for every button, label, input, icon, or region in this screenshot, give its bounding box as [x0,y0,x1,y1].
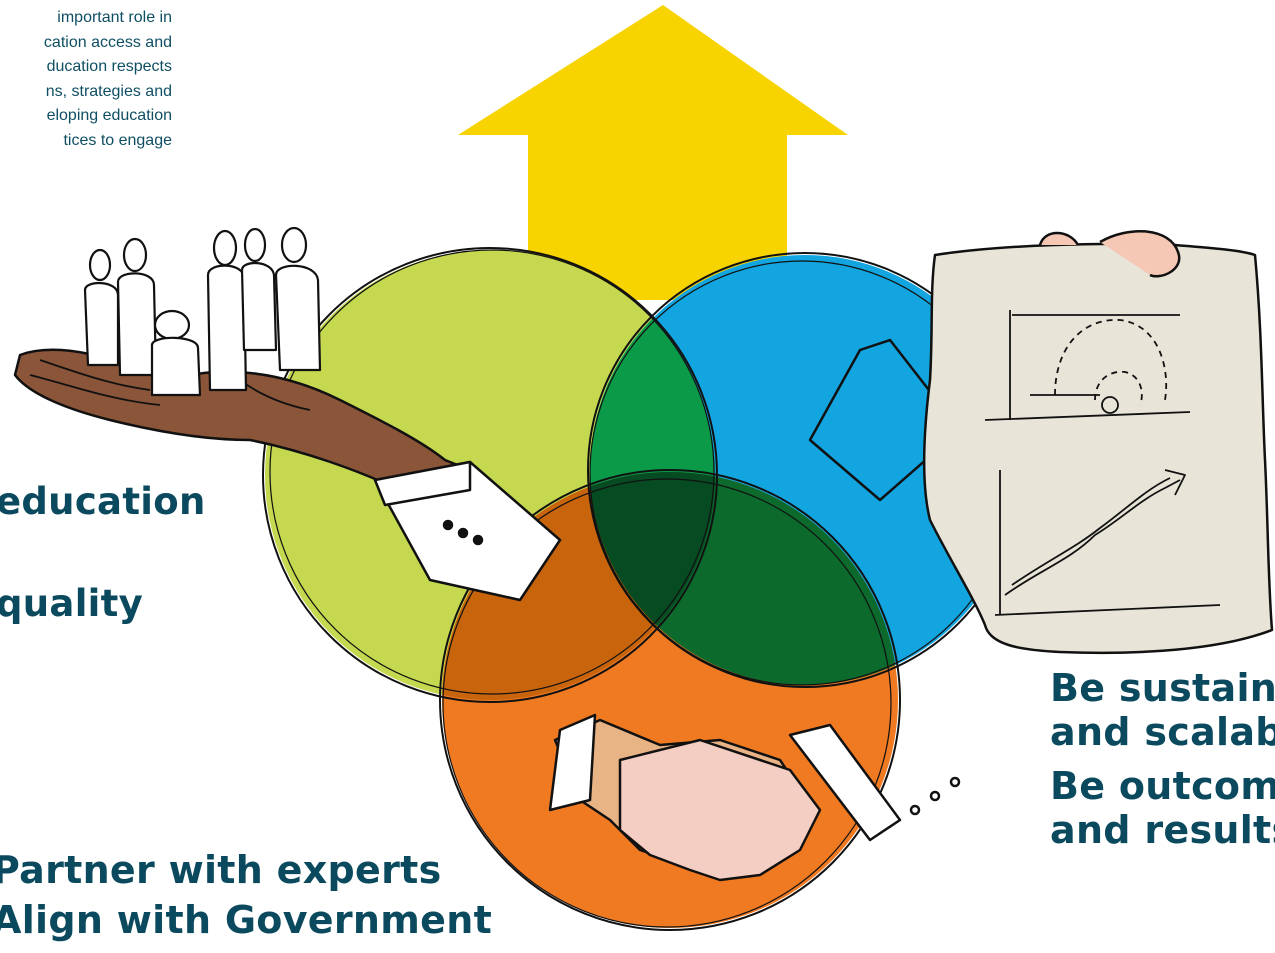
label-be-outcom: Be outcom [1050,764,1275,808]
hand-with-people-icon [13,226,562,602]
label-and-scalab: and scalab [1050,710,1275,754]
intro-line: tices to engage [63,131,172,149]
intro-line: ducation respects [46,58,172,75]
label-align-with-government: Align with Government [0,898,493,942]
document-chart-icon [808,230,1274,655]
label-education: education [0,480,206,523]
up-arrow [458,5,848,300]
label-be-sustain: Be sustain [1050,666,1275,710]
intro-line: important role in [57,9,172,26]
intro-line: eloping education [46,107,172,124]
label-and-results: and results [1050,808,1275,852]
intro-paragraph: important role in cation access and duca… [0,6,172,153]
intro-line: cation access and [43,33,172,51]
label-partner-with-experts: Partner with experts [0,848,442,892]
overlap-green-orange [442,472,715,700]
label-quality: quality [0,582,144,625]
handshake-icon [548,713,961,882]
intro-line: ns, strategies and [45,82,172,100]
overlap-blue-orange [590,472,898,685]
